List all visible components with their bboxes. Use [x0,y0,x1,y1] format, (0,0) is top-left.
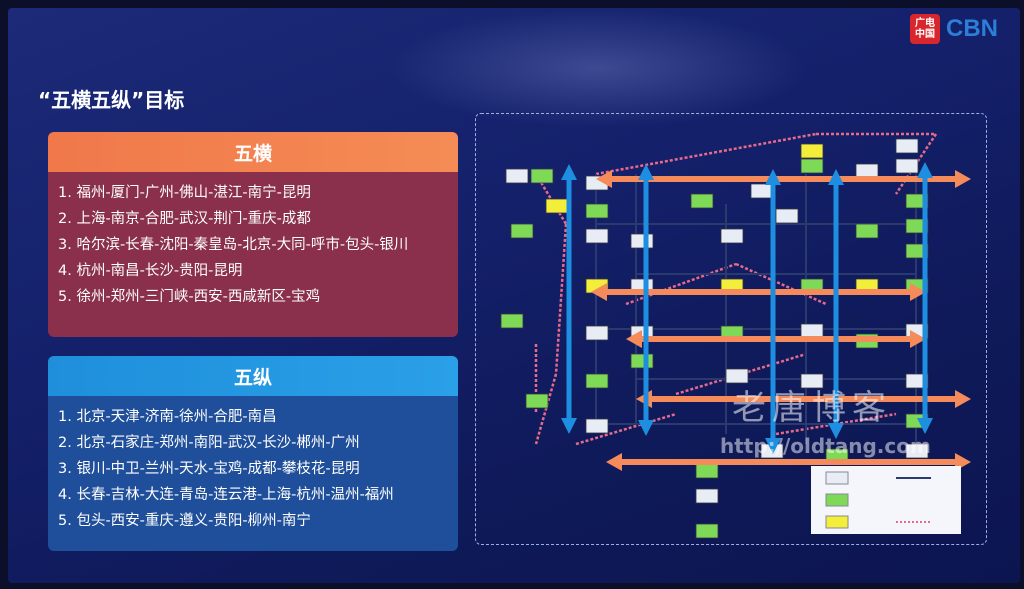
station-node [525,393,549,409]
legend-swatch [825,493,849,507]
station-node [720,228,744,244]
station-node [585,203,609,219]
route-item: 2. 上海-南京-合肥-武汉-荆门-重庆-成都 [58,211,311,227]
station-node [630,353,654,369]
station-node [695,463,719,479]
arrowhead-left [591,283,607,301]
five-vertical-panel: 五纵 1. 北京-天津-济南-徐州-合肥-南昌 2. 北京-石家庄-郑州-南阳-… [48,356,458,551]
five-horizontal-panel: 五横 1. 福州-厦门-广州-佛山-湛江-南宁-昆明 2. 上海-南京-合肥-武… [48,132,458,337]
route-item: 1. 福州-厦门-广州-佛山-湛江-南宁-昆明 [58,185,311,201]
station-node [725,368,749,384]
guangdian-logo-icon: 广电 中国 [910,14,940,44]
watermark-text: 老唐博客 [732,388,892,428]
arrowhead-down [561,418,577,434]
planned-link [625,262,737,306]
station-node [505,168,529,184]
station-node [690,193,714,209]
station-node [895,158,919,174]
route-item: 5. 徐州-郑州-三门峡-西安-西咸新区-宝鸡 [58,289,321,305]
station-node [695,523,719,539]
route-item: 3. 哈尔滨-长春-沈阳-秦皇岛-北京-大同-呼市-包头-银川 [58,237,409,253]
station-node [585,373,609,389]
station-node [630,233,654,249]
route-item: 3. 银川-中卫-兰州-天水-宝鸡-成都-攀枝花-昆明 [58,461,360,477]
route-item: 4. 长春-吉林-大连-青岛-连云港-上海-杭州-温州-福州 [58,487,394,503]
arrowhead-down [828,423,844,439]
station-node [800,323,824,339]
station-node [895,138,919,154]
planned-link [534,373,558,445]
station-node [585,228,609,244]
cbn-logo: 广电 中国 CBN [910,14,998,44]
arrowhead-right [955,170,971,188]
station-node [855,223,879,239]
route-item: 5. 包头-西安-重庆-遵义-贵阳-柳州-南宁 [58,513,311,529]
panel-heading: 五纵 [48,356,458,396]
station-node [530,168,554,184]
station-node [800,373,824,389]
station-node [585,418,609,434]
network-map [475,113,987,545]
panel-heading: 五横 [48,132,458,172]
station-node [905,443,929,459]
route-item: 2. 北京-石家庄-郑州-南阳-武汉-长沙-郴州-广州 [58,435,360,451]
arrowhead-up [828,169,844,185]
slide-title: “五横五纵”目标 [38,88,185,112]
network-diagram [500,132,971,539]
station-node [775,208,799,224]
arrowhead-right [955,390,971,408]
route-item: 1. 北京-天津-济南-徐州-合肥-南昌 [58,409,277,425]
arrowhead-down [917,418,933,434]
arrowhead-up [638,164,654,180]
arrowhead-left [626,330,642,348]
watermark-url: http://oldtang.com [720,434,931,458]
planned-link [595,132,817,176]
arrowhead-up [765,169,781,185]
station-node [800,158,824,174]
presentation-slide: “五横五纵”目标 广电 中国 CBN 五横 1. 福州-厦门-广州-佛山-湛江-… [8,8,1020,583]
station-node [585,325,609,341]
arrowhead-down [638,420,654,436]
station-node [800,143,824,159]
station-node [510,223,534,239]
route-item: 4. 杭州-南昌-长沙-贵阳-昆明 [58,263,243,279]
planned-link [554,223,568,375]
planned-link [575,412,677,446]
logo-text: CBN [946,15,998,42]
arrowhead-left [606,453,622,471]
arrowhead-up [917,162,933,178]
planned-link [675,352,807,396]
arrowhead-up [561,164,577,180]
legend-swatch [825,471,849,485]
arrowhead-down [765,438,781,454]
station-node [750,183,774,199]
station-node [545,198,569,214]
station-node [695,488,719,504]
planned-link [735,262,827,306]
arrowhead-right [910,330,926,348]
arrowhead-left [596,170,612,188]
station-node [500,313,524,329]
light-glare [388,8,808,128]
station-node [855,163,879,179]
legend-swatch [825,515,849,529]
arrowhead-right [910,283,926,301]
